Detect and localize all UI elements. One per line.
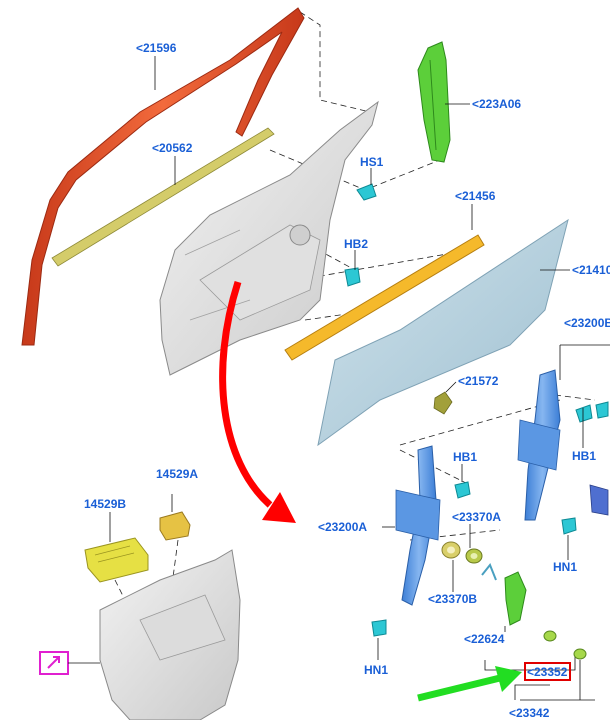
label-21596: <21596 xyxy=(136,41,177,55)
switch-14529B xyxy=(84,537,149,583)
belt-seal-21456 xyxy=(284,234,485,361)
label-14529B: 14529B xyxy=(84,497,126,511)
label-23370A: <23370A xyxy=(452,510,501,524)
label-14529A: 14529A xyxy=(156,467,198,481)
label-20562: <20562 xyxy=(152,141,193,155)
handle-22624 xyxy=(504,571,527,626)
fitting-23342 xyxy=(573,648,587,660)
label-hb1-right: HB1 xyxy=(572,449,596,463)
label-21572: <21572 xyxy=(458,374,499,388)
highlight-box-23352 xyxy=(524,662,571,681)
fastener-hn1-left xyxy=(371,619,387,637)
label-hn1-left: HN1 xyxy=(364,663,388,677)
bracket-223A06 xyxy=(417,41,451,163)
door-glass-21410 xyxy=(317,218,569,447)
label-hb1-left: HB1 xyxy=(453,450,477,464)
label-22624: <22624 xyxy=(464,632,505,646)
channel-strip-20562 xyxy=(51,127,275,267)
label-hb2: HB2 xyxy=(344,237,368,251)
label-223A06: <223A06 xyxy=(472,97,521,111)
regulator-23200A xyxy=(395,445,441,606)
fastener-hb1-left xyxy=(454,481,471,499)
green-arrow xyxy=(417,666,522,702)
callout-labels: <21596 <20562 <223A06 HS1 HB2 <21456 <21… xyxy=(84,41,610,720)
switch-14529A xyxy=(159,511,191,541)
fitting-23352 xyxy=(543,630,557,642)
fastener-top-right xyxy=(595,401,609,419)
clip-21572 xyxy=(433,391,453,415)
label-21456: <21456 xyxy=(455,189,496,203)
red-curved-arrow xyxy=(219,280,296,523)
weatherstrip-21596 xyxy=(21,7,305,346)
fasteners xyxy=(344,183,609,637)
grommet-23370A xyxy=(465,548,483,564)
label-23342: <23342 xyxy=(509,706,550,720)
label-23352: <23352 xyxy=(527,665,568,679)
label-hn1-right: HN1 xyxy=(553,560,577,574)
fastener-hs1 xyxy=(356,183,377,201)
spring-clip xyxy=(481,563,497,581)
label-23200A: <23200A xyxy=(318,520,367,534)
label-21410: <21410 xyxy=(572,263,610,277)
grommet-23370B xyxy=(441,541,461,559)
label-23200B: <23200B xyxy=(564,316,610,330)
arrow-tag-icon[interactable] xyxy=(39,651,69,675)
fastener-hn1-right xyxy=(561,517,577,535)
fastener-hb2 xyxy=(344,267,361,287)
label-hs1: HS1 xyxy=(360,155,384,169)
leader-lines xyxy=(239,11,610,701)
door-inner-panel xyxy=(159,100,379,376)
label-23370B: <23370B xyxy=(428,592,477,606)
fastener-hb1-right xyxy=(575,404,593,423)
regulator-23200B xyxy=(517,369,609,521)
